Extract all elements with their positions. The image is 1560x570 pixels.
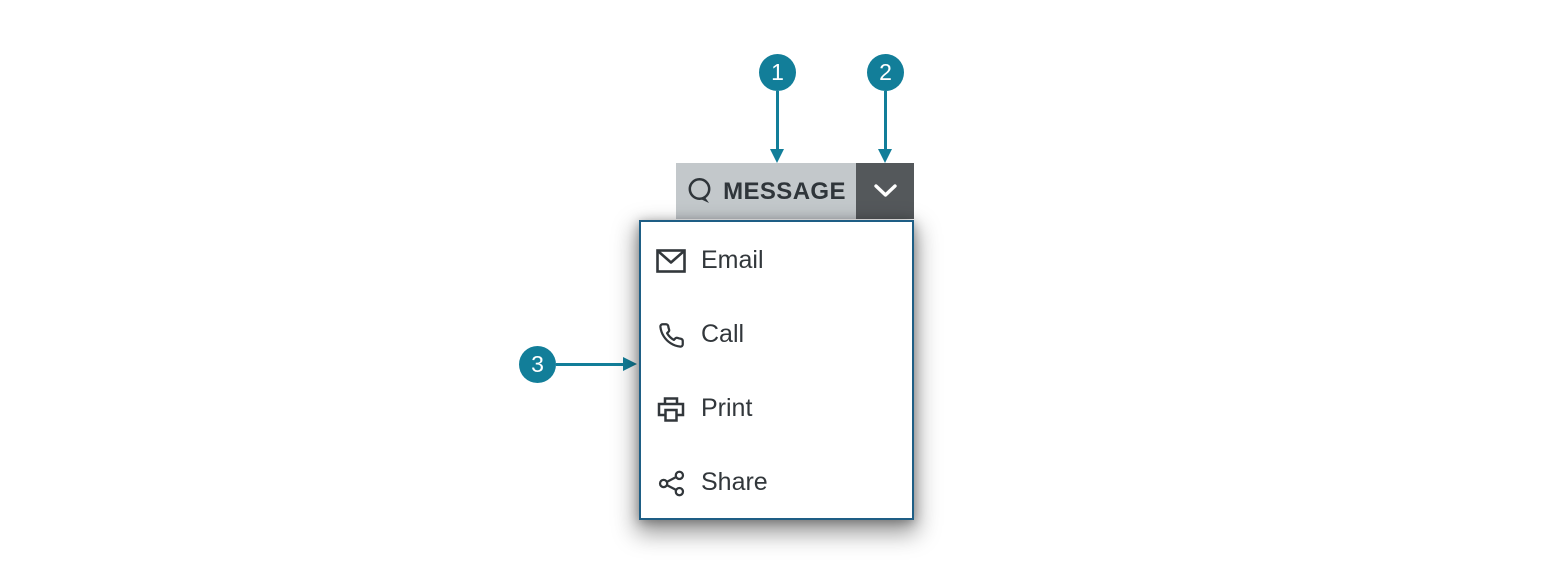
callout-number: 3	[531, 351, 544, 377]
phone-icon	[656, 322, 686, 349]
menu-item-print[interactable]: Print	[641, 372, 912, 446]
callout-badge-3: 3	[519, 346, 556, 383]
callout-arrowhead-1	[770, 149, 784, 163]
callout-arrow-3	[556, 363, 624, 366]
menu-item-label: Call	[701, 319, 745, 348]
menu-item-call[interactable]: Call	[641, 298, 912, 372]
callout-arrow-1	[776, 91, 779, 151]
menu-item-label: Email	[701, 245, 764, 274]
callout-arrowhead-3	[623, 357, 637, 371]
callout-badge-2: 2	[867, 54, 904, 91]
message-button-label: MESSAGE	[723, 178, 846, 205]
callout-number: 1	[771, 59, 784, 85]
dropdown-menu: Email Call Print	[639, 220, 914, 520]
share-icon	[656, 470, 686, 497]
callout-arrow-2	[884, 91, 887, 151]
printer-icon	[656, 396, 686, 423]
callout-arrowhead-2	[878, 149, 892, 163]
email-icon	[656, 249, 686, 273]
chevron-down-icon	[873, 184, 897, 198]
menu-item-email[interactable]: Email	[641, 224, 912, 298]
message-button[interactable]: MESSAGE	[676, 163, 856, 219]
menu-item-label: Print	[701, 393, 753, 422]
callout-number: 2	[879, 59, 892, 85]
message-split-button: MESSAGE	[676, 163, 914, 219]
menu-item-share[interactable]: Share	[641, 446, 912, 520]
dropdown-toggle-button[interactable]	[856, 163, 914, 219]
speech-bubble-icon	[686, 177, 715, 205]
menu-item-label: Share	[701, 467, 768, 496]
callout-badge-1: 1	[759, 54, 796, 91]
